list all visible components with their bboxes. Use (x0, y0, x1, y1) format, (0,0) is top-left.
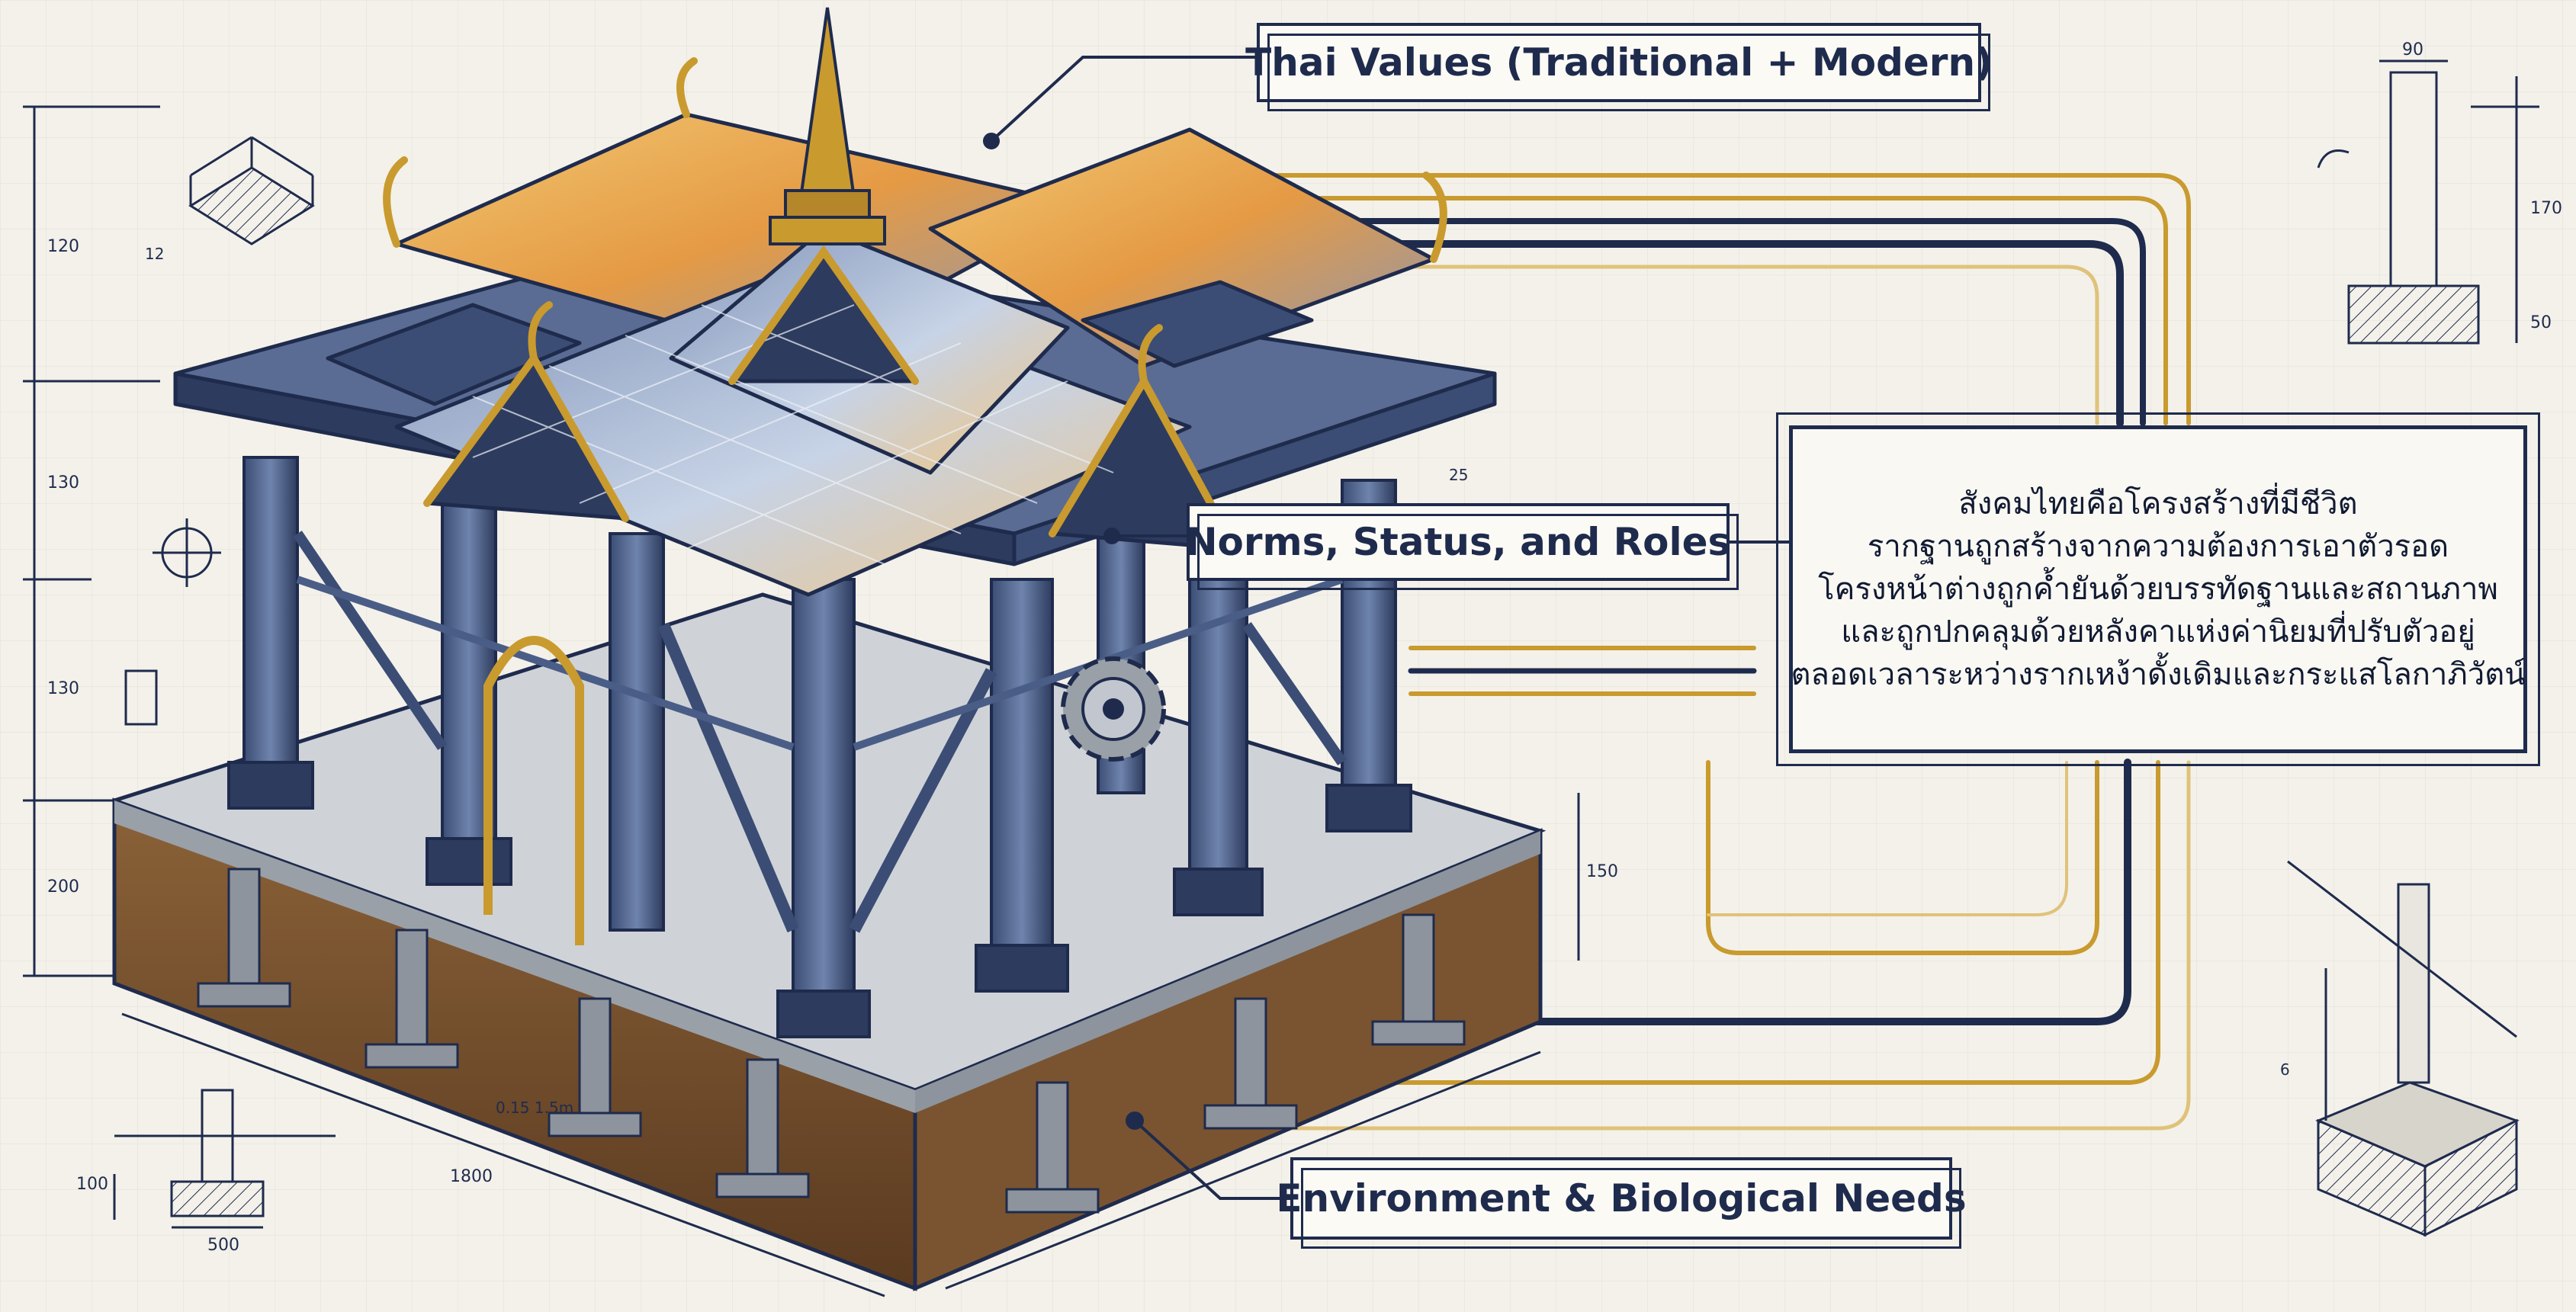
temple-spire (769, 7, 886, 245)
description-line-5: ตลอดเวลาระหว่างรากเหง้าดั้งเดิมและกระแสโ… (1791, 657, 2526, 692)
dim-small-b: 25 (1449, 466, 1468, 484)
temple-roof (173, 112, 1497, 597)
section-sketch-bottom-left (113, 1089, 336, 1229)
dim-left-a: 120 (47, 237, 79, 256)
callout-environment-needs: Environment & Biological Needs (1276, 1157, 1967, 1249)
bottom-dimension-line (121, 793, 1580, 1298)
dim-left-c: 130 (47, 679, 79, 698)
dim-right-base: 50 (2530, 313, 2552, 332)
dim-right-height: 170 (2530, 199, 2562, 218)
callout-norms-status-roles: Norms, Status, and Roles (1185, 503, 1739, 590)
leader-lines (983, 56, 1789, 1200)
callout-thai-values: Thai Values (Traditional + Modern) (1245, 23, 1993, 111)
callout-thai-values-label: Thai Values (Traditional + Modern) (1245, 40, 1993, 85)
description-line-3: โครงหน้าต่างถูกค้ำยันด้วยบรรทัดฐานและสถา… (1818, 572, 2498, 607)
dim-footing-width: 500 (207, 1236, 239, 1255)
section-sketch-bottom-right (2287, 860, 2520, 1237)
dim-top-width: 90 (2402, 40, 2423, 59)
temple-pillars (227, 456, 1412, 1038)
dim-small-a: 12 (145, 245, 164, 263)
dim-left-b: 130 (47, 473, 79, 492)
gold-roof-trim (383, 57, 1447, 553)
callout-norms-label: Norms, Status, and Roles (1185, 520, 1731, 564)
callout-environment-label: Environment & Biological Needs (1276, 1176, 1967, 1221)
dim-section-mark: 0.15 1.5m (496, 1099, 573, 1117)
section-sketch-top-right (2317, 59, 2539, 345)
description-line-1: สังคมไทยคือโครงสร้างที่มีชีวิต (1958, 486, 2358, 521)
gold-door-arch (483, 636, 584, 945)
description-line-4: และถูกปกคลุมด้วยหลังคาแห่งค่านิยมที่ปรับ… (1841, 614, 2475, 650)
gear-icon (1061, 656, 1166, 762)
description-panel: สังคมไทยคือโครงสร้างที่มีชีวิต รากฐานถูก… (1776, 412, 2540, 766)
section-sketch-top-left (124, 136, 315, 726)
dim-small-c: 6 (2280, 1060, 2290, 1079)
description-line-2: รากฐานถูกสร้างจากความต้องการเอาตัวรอด (1867, 529, 2449, 564)
dim-footing-height: 100 (76, 1175, 108, 1194)
dim-bottom-length: 1800 (450, 1167, 493, 1186)
left-dimension-line (23, 105, 160, 977)
dim-depth: 150 (1586, 862, 1618, 881)
dim-left-d: 200 (47, 877, 79, 897)
